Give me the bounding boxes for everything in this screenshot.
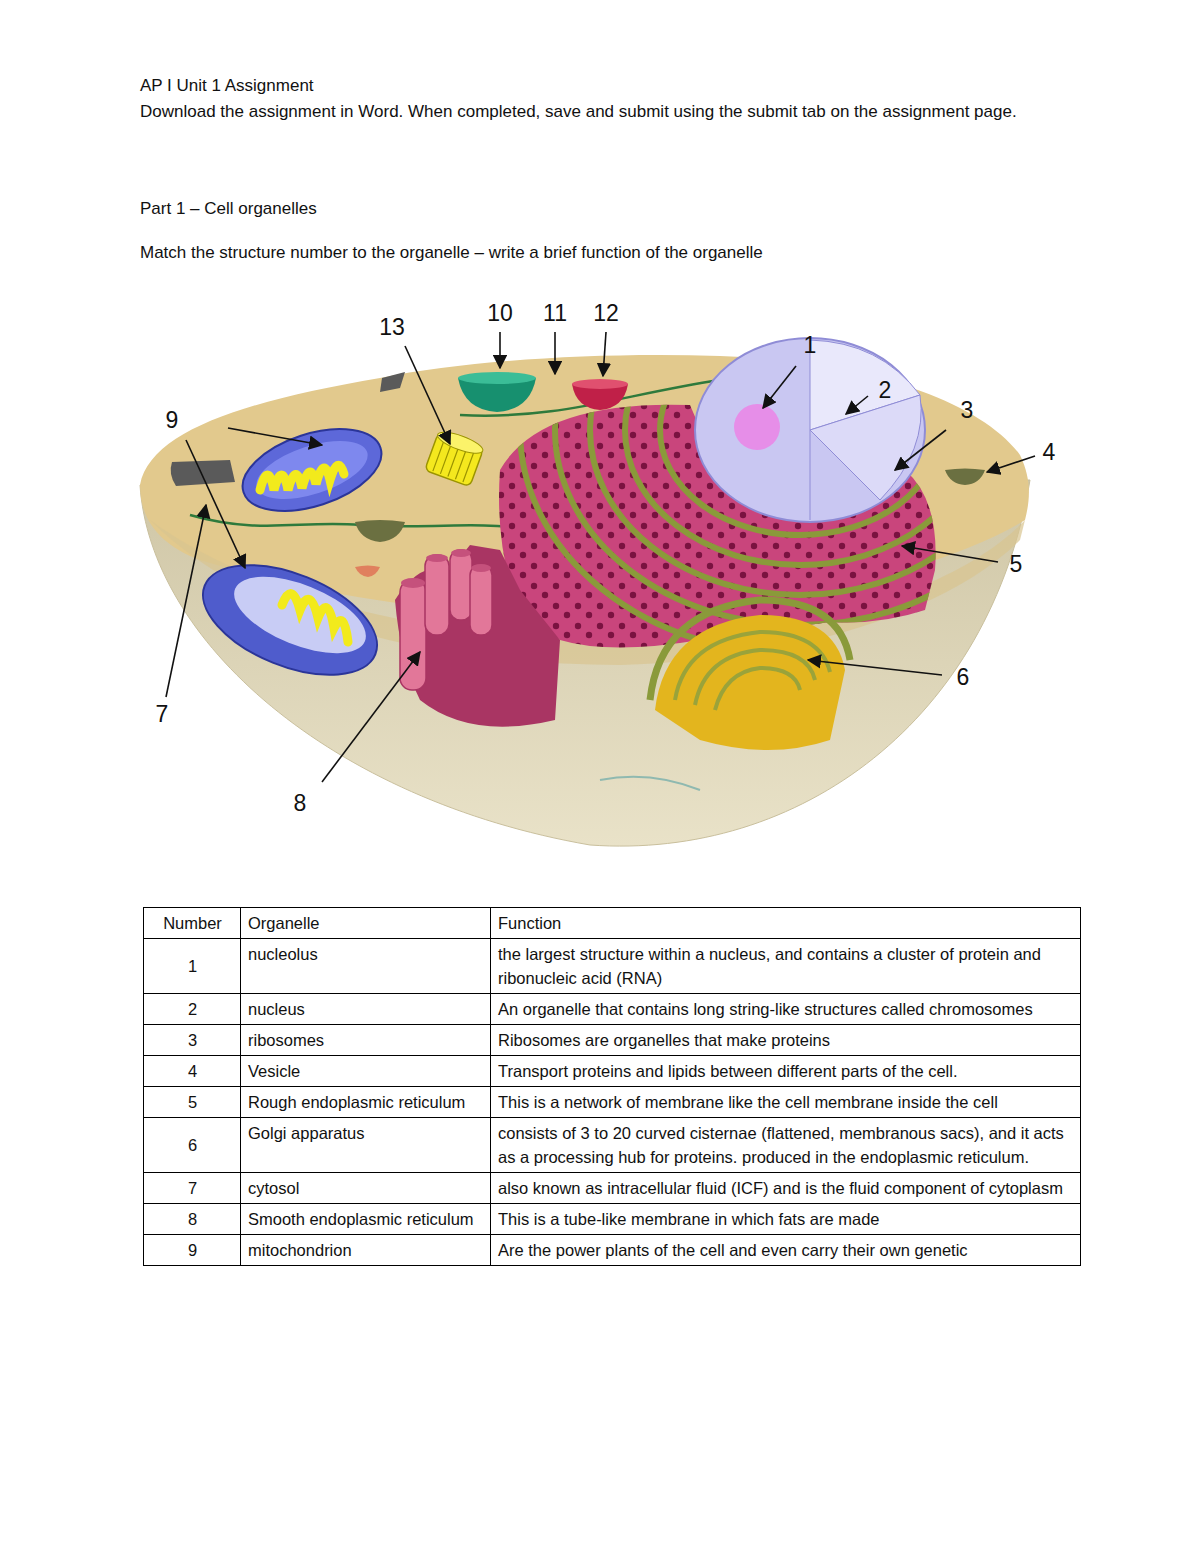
table-row: 4 Vesicle Transport proteins and lipids be…	[144, 1056, 1081, 1087]
table-row: 1 nucleolus the largest structure within a…	[144, 939, 1081, 994]
function-cell: also known as intracellular fluid (ICF) …	[498, 1176, 1074, 1200]
callout-number: 10	[487, 300, 513, 326]
number-cell: 9	[151, 1238, 234, 1262]
section-heading: Part 1 – Cell organelles	[140, 197, 1040, 221]
organelle-cell: cytosol	[248, 1176, 484, 1200]
function-cell: Are the power plants of the cell and eve…	[498, 1238, 1074, 1262]
function-cell: An organelle that contains long string-l…	[498, 997, 1074, 1021]
table-row: Number Organelle Function	[144, 908, 1081, 939]
table-row: 2 nucleus An organelle that contains long …	[144, 994, 1081, 1025]
table-cell: 8	[144, 1204, 241, 1235]
table-cell: 5	[144, 1087, 241, 1118]
number-cell: 2	[151, 997, 234, 1021]
function-cell: Function	[498, 911, 1074, 935]
table-cell: nucleolus	[241, 939, 491, 994]
callout-number: 4	[1043, 439, 1056, 465]
table-cell: An organelle that contains long string-l…	[491, 994, 1081, 1025]
table-cell: Function	[491, 908, 1081, 939]
organelle-cell: Rough endoplasmic reticulum	[248, 1090, 484, 1114]
table-cell: Golgi apparatus	[241, 1118, 491, 1173]
table-cell: Smooth endoplasmic reticulum	[241, 1204, 491, 1235]
table-row: 5 Rough endoplasmic reticulum This is a ne…	[144, 1087, 1081, 1118]
number-cell: 5	[151, 1090, 234, 1114]
table-cell: Number	[144, 908, 241, 939]
page-title: AP I Unit 1 Assignment	[140, 74, 314, 98]
organelle-cell: Organelle	[248, 911, 484, 935]
table-cell: mitochondrion	[241, 1235, 491, 1266]
function-cell: Ribosomes are organelles that make prote…	[498, 1028, 1074, 1052]
table-cell: 2	[144, 994, 241, 1025]
callout-number: 5	[1010, 551, 1023, 577]
table-cell: 6	[144, 1118, 241, 1173]
function-cell: consists of 3 to 20 curved cisternae (fl…	[498, 1121, 1074, 1169]
number-cell: 8	[151, 1207, 234, 1231]
callout-number: 3	[961, 397, 974, 423]
function-cell: This is a tube-like membrane in which fa…	[498, 1207, 1074, 1231]
table-cell: Vesicle	[241, 1056, 491, 1087]
number-cell: 6	[151, 1133, 234, 1157]
table-cell: consists of 3 to 20 curved cisternae (fl…	[491, 1118, 1081, 1173]
organelle-cell: Vesicle	[248, 1059, 484, 1083]
number-cell: Number	[151, 911, 234, 935]
callout-number: 2	[879, 377, 892, 403]
callout-number: 9	[166, 407, 179, 433]
table-cell: Transport proteins and lipids between di…	[491, 1056, 1081, 1087]
table-cell: ribosomes	[241, 1025, 491, 1056]
callout-number: 1	[804, 332, 817, 358]
organelle-cell: nucleolus	[248, 942, 484, 966]
table-cell: the largest structure within a nucleus, …	[491, 939, 1081, 994]
number-cell: 1	[151, 954, 234, 978]
table-cell: also known as intracellular fluid (ICF) …	[491, 1173, 1081, 1204]
table-row: 7 cytosol also known as intracellular flui…	[144, 1173, 1081, 1204]
table-cell: nucleus	[241, 994, 491, 1025]
table-cell: 3	[144, 1025, 241, 1056]
table-cell: This is a network of membrane like the c…	[491, 1087, 1081, 1118]
table-cell: Rough endoplasmic reticulum	[241, 1087, 491, 1118]
table-row: 6 Golgi apparatus consists of 3 to 20 curv…	[144, 1118, 1081, 1173]
table-cell: cytosol	[241, 1173, 491, 1204]
callout-number: 13	[379, 314, 405, 340]
table-cell: Are the power plants of the cell and eve…	[491, 1235, 1081, 1266]
table-cell: 7	[144, 1173, 241, 1204]
table-row: 3 ribosomes Ribosomes are organelles that …	[144, 1025, 1081, 1056]
function-cell: Transport proteins and lipids between di…	[498, 1059, 1074, 1083]
table-cell: 1	[144, 939, 241, 994]
organelle-cell: mitochondrion	[248, 1238, 484, 1262]
callout-number: 8	[294, 790, 307, 816]
callout-number: 12	[593, 300, 619, 326]
number-cell: 3	[151, 1028, 234, 1052]
organelle-cell: Golgi apparatus	[248, 1121, 484, 1145]
table-cell: This is a tube-like membrane in which fa…	[491, 1204, 1081, 1235]
organelle-cell: nucleus	[248, 997, 484, 1021]
organelle-table: Number Organelle Function 1 nucleolus the lar…	[143, 907, 1081, 1266]
function-cell: the largest structure within a nucleus, …	[498, 942, 1074, 990]
table-cell: Ribosomes are organelles that make prote…	[491, 1025, 1081, 1056]
number-cell: 7	[151, 1176, 234, 1200]
table-cell: Organelle	[241, 908, 491, 939]
instructions: Download the assignment in Word. When co…	[140, 100, 1060, 124]
callout-number: 7	[156, 701, 169, 727]
organelle-cell: ribosomes	[248, 1028, 484, 1052]
callout-number: 6	[957, 664, 970, 690]
table-cell: 9	[144, 1235, 241, 1266]
table-row: 9 mitochondrion Are the power plants of th…	[144, 1235, 1081, 1266]
callout-number: 11	[543, 300, 567, 326]
number-cell: 4	[151, 1059, 234, 1083]
table-row: 8 Smooth endoplasmic reticulum This is a t…	[144, 1204, 1081, 1235]
function-cell: This is a network of membrane like the c…	[498, 1090, 1074, 1114]
table-cell: 4	[144, 1056, 241, 1087]
organelle-cell: Smooth endoplasmic reticulum	[248, 1207, 484, 1231]
instructions: Match the structure number to the organe…	[140, 241, 1040, 265]
